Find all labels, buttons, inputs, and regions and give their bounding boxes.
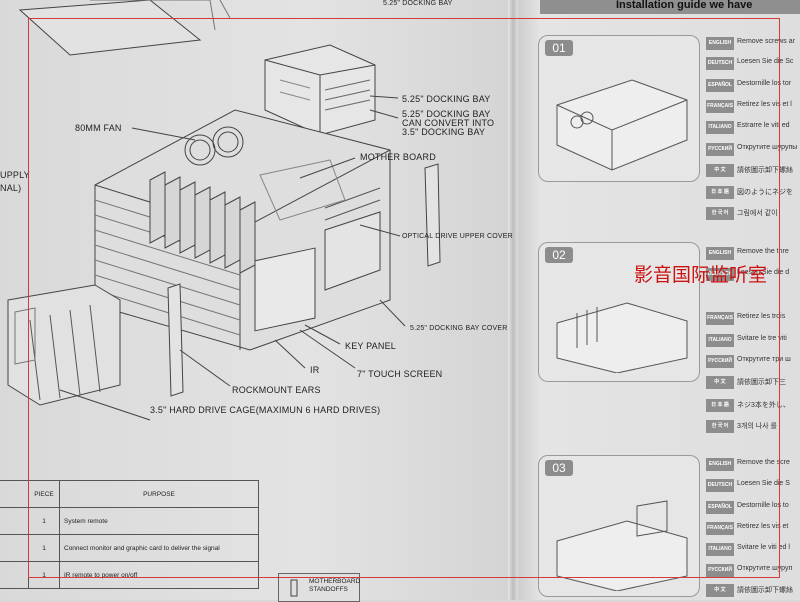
chassis-exploded-diagram [7,0,441,421]
label-optical-drive-cover: OPTICAL DRIVE UPPER COVER [402,233,513,240]
table-row: 1 IR remote to power on/off [0,561,259,589]
watermark-text: 影音国际监听室 [634,264,768,286]
label-convert-line-2: CAN CONVERT INTO [402,118,495,128]
label-convert-line-1: 5.25" DOCKING BAY [402,109,491,119]
table-header-row: PIECE PURPOSE [0,480,259,508]
standoff-icon [290,579,298,597]
step-03-panel: 03 [538,455,700,597]
label-supply-2: NAL) [0,183,22,193]
lang-row: 日 本 語ネジ3本を外し、 [706,397,800,415]
lang-row: 中 文請依圖示卸下螺絲 [706,582,800,600]
step-number: 03 [545,460,573,476]
step-number: 02 [545,247,573,263]
step-02-panel: 02 [538,242,700,382]
header-title: Installation guide we have [616,0,753,11]
label-docking-bay-top: 5.25" DOCKING BAY [383,0,453,7]
label-docking-bay-cover: 5.25" DOCKING BAY COVER [410,325,508,332]
label-rockmount-ears: ROCKMOUNT EARS [232,385,321,395]
label-docking-bay-convert: 5.25" DOCKING BAY CAN CONVERT INTO 3.5" … [402,110,494,137]
cell-piece: 1 [28,561,60,589]
step-01-panel: 01 [538,35,700,182]
label-ir: IR [310,365,320,375]
step-02-illustration [556,302,688,373]
label-touch-screen: 7" TOUCH SCREEN [357,369,443,379]
label-key-panel: KEY PANEL [345,341,396,351]
step-number: 01 [545,40,573,56]
lang-row: 中 文請依圖示卸下三 [706,374,800,392]
label-mother-board: MOTHER BOARD [360,152,436,162]
cell-piece: 1 [28,534,60,562]
label-supply: UPPLY [0,170,30,180]
header-purpose: PURPOSE [59,480,259,508]
label-hdd-cage: 3.5" HARD DRIVE CAGE(MAXIMUN 6 HARD DRIV… [150,405,381,415]
red-frame-border [28,18,780,578]
label-docking-bay: 5.25" DOCKING BAY [402,94,491,104]
table-row: 1 Connect monitor and graphic card to de… [0,534,259,562]
page-fold [508,0,518,600]
installation-guide-header: Installation guide we have [540,0,800,14]
label-convert-line-3: 3.5" DOCKING BAY [402,127,486,137]
cell-purpose: System remote [59,507,259,535]
cell-purpose: IR remote to power on/off [59,561,259,589]
table-row: 1 System remote [0,507,259,535]
lang-row: 中 文請依圖示卸下螺絲 [706,162,800,180]
cell-purpose: Connect monitor and graphic card to deli… [59,534,259,562]
lang-row: 日 本 語図のようにネジを [706,184,800,202]
step-03-illustration [556,500,688,591]
label-80mm-fan: 80MM FAN [75,123,122,133]
parts-table: PIECE PURPOSE 1 System remote 1 Connect … [0,480,259,589]
step-01-illustration [556,79,688,171]
